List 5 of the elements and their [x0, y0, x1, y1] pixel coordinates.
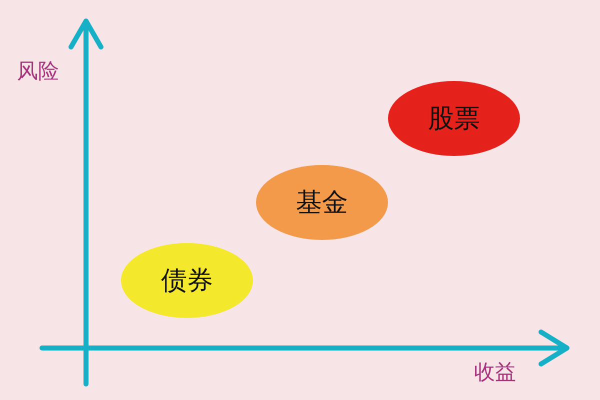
oval-node: 股票: [388, 81, 520, 156]
axis-label: 收益: [474, 362, 516, 383]
oval-node: 债券: [121, 243, 253, 318]
axis-label: 风险: [17, 61, 59, 82]
oval-node: 基金: [256, 165, 388, 240]
